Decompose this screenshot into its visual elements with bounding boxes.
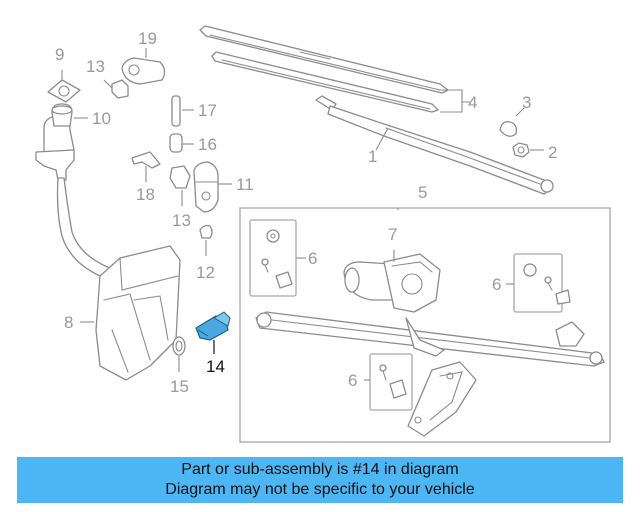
callout-7: 7	[388, 225, 397, 244]
grommet-12	[199, 224, 213, 239]
pivot-nut	[512, 142, 530, 158]
callout-13a: 13	[86, 57, 105, 76]
clip-18	[131, 151, 161, 169]
grommet-16	[169, 133, 183, 153]
hardware-box-bottom	[369, 353, 413, 411]
callout-13b: 13	[172, 211, 191, 230]
callout-12: 12	[196, 263, 215, 282]
callout-11: 11	[236, 175, 254, 194]
callout-9: 9	[55, 45, 64, 64]
nozzle-14-highlight	[195, 311, 231, 341]
callout-19: 19	[138, 29, 157, 48]
reservoir-cap	[47, 79, 81, 103]
callout-18: 18	[136, 185, 155, 204]
hardware-left	[261, 229, 293, 289]
parts-diagram: 1 2 3 4 5 6 6 6 7 8 9 10 11 12 13 13 14 …	[35, 25, 611, 443]
filler-neck	[51, 103, 73, 127]
assembly-5-box	[239, 207, 611, 443]
pivot-cap	[499, 121, 518, 137]
washer-reservoir	[35, 115, 181, 381]
washer-pump	[193, 161, 219, 213]
connector-13-top	[111, 79, 129, 99]
banner-line-1: Part or sub-assembly is #14 in diagram	[181, 461, 459, 478]
connector-13-lower	[169, 165, 191, 189]
wiper-motor	[343, 253, 441, 313]
hardware-box-right	[513, 253, 563, 313]
callout-3: 3	[522, 93, 531, 112]
leader-lines	[61, 48, 544, 381]
callout-8: 8	[64, 313, 73, 332]
banner-line-2: Diagram may not be specific to your vehi…	[165, 481, 475, 498]
hose-joint-17	[171, 95, 181, 127]
info-banner: Part or sub-assembly is #14 in diagram D…	[17, 457, 623, 503]
callout-15: 15	[170, 377, 189, 396]
nozzle-19	[121, 57, 166, 85]
callout-14: 14	[206, 357, 225, 376]
wiper-arm	[315, 95, 554, 195]
hardware-right	[523, 263, 571, 305]
callout-1: 1	[368, 147, 377, 166]
callout-6c: 6	[348, 371, 357, 390]
hardware-bottom	[379, 364, 407, 399]
seal-15	[172, 336, 186, 356]
motor-bracket	[407, 361, 477, 437]
callout-10: 10	[92, 109, 111, 128]
callout-5: 5	[418, 183, 427, 202]
wiper-blade-lower	[211, 51, 439, 113]
callout-4: 4	[468, 93, 477, 112]
callout-17: 17	[198, 101, 217, 120]
callout-16: 16	[198, 135, 217, 154]
callout-6a: 6	[308, 249, 317, 268]
callout-6b: 6	[492, 275, 501, 294]
wiper-linkage	[255, 311, 605, 367]
callout-2: 2	[548, 143, 557, 162]
